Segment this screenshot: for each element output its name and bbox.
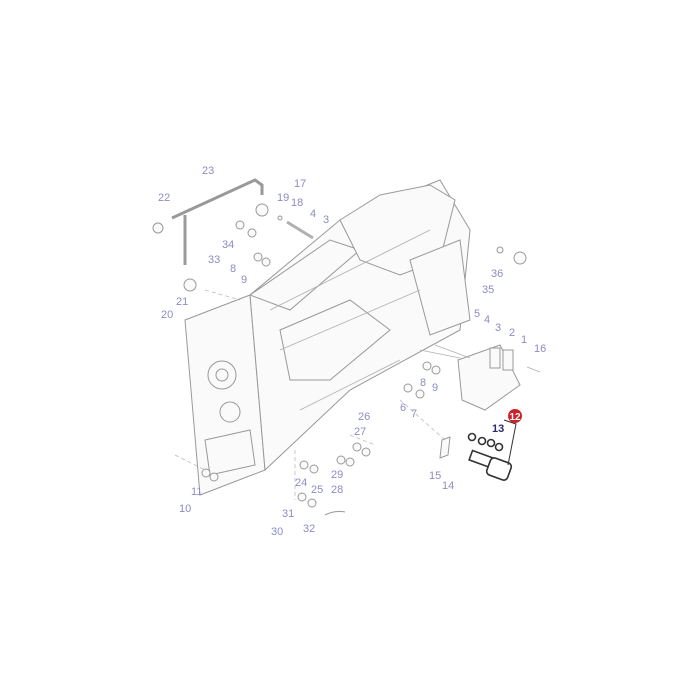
- callout-16[interactable]: 16: [534, 343, 546, 355]
- fittings: [152, 203, 527, 516]
- callout-3[interactable]: 3: [323, 214, 329, 226]
- callout-12-highlighted[interactable]: 12: [508, 409, 522, 423]
- callout-18[interactable]: 18: [291, 197, 303, 209]
- callout-24[interactable]: 24: [295, 477, 307, 489]
- callout-17[interactable]: 17: [294, 178, 306, 190]
- callout-9[interactable]: 9: [241, 274, 247, 286]
- callout-1[interactable]: 1: [521, 334, 527, 346]
- callout-23[interactable]: 23: [202, 165, 214, 177]
- callout-8[interactable]: 8: [230, 263, 236, 275]
- callout-10[interactable]: 10: [179, 503, 191, 515]
- solenoid-valve-12: [467, 419, 517, 481]
- callout-7[interactable]: 7: [411, 408, 417, 420]
- pipe-23: [171, 178, 264, 265]
- callout-5[interactable]: 5: [474, 308, 480, 320]
- callout-11[interactable]: 11: [191, 486, 202, 498]
- callout-31[interactable]: 31: [282, 508, 294, 520]
- highlight-badge: [508, 409, 522, 423]
- callout-9[interactable]: 9: [432, 382, 438, 394]
- callout-22[interactable]: 22: [158, 192, 170, 204]
- transmission-housing: [184, 179, 471, 496]
- control-valve-1: [419, 344, 541, 411]
- callout-12[interactable]: 12: [509, 412, 521, 423]
- callout-30[interactable]: 30: [271, 526, 283, 538]
- callout-14[interactable]: 14: [442, 480, 454, 492]
- callout-13[interactable]: 13: [492, 423, 504, 435]
- callout-6[interactable]: 6: [400, 402, 406, 414]
- callout-25[interactable]: 25: [311, 484, 323, 496]
- callout-34[interactable]: 34: [222, 239, 234, 251]
- callout-21[interactable]: 21: [176, 296, 188, 308]
- callout-15[interactable]: 15: [429, 470, 441, 482]
- callout-labels: 1 2 3 3 4 4 5 6 7 8 8 9 9 10 11 12 13 14…: [158, 165, 546, 538]
- callout-36[interactable]: 36: [491, 268, 503, 280]
- callout-8[interactable]: 8: [420, 377, 426, 389]
- callout-20[interactable]: 20: [161, 309, 173, 321]
- callout-4[interactable]: 4: [310, 208, 316, 220]
- callout-29[interactable]: 29: [331, 469, 343, 481]
- callout-19[interactable]: 19: [277, 192, 289, 204]
- callout-33[interactable]: 33: [208, 254, 220, 266]
- callout-26[interactable]: 26: [358, 411, 370, 423]
- callout-28[interactable]: 28: [331, 484, 343, 496]
- callout-35[interactable]: 35: [482, 284, 494, 296]
- callout-2[interactable]: 2: [509, 327, 515, 339]
- callout-4[interactable]: 4: [484, 314, 490, 326]
- callout-3[interactable]: 3: [495, 322, 501, 334]
- callout-32[interactable]: 32: [303, 523, 315, 535]
- callout-27[interactable]: 27: [354, 426, 366, 438]
